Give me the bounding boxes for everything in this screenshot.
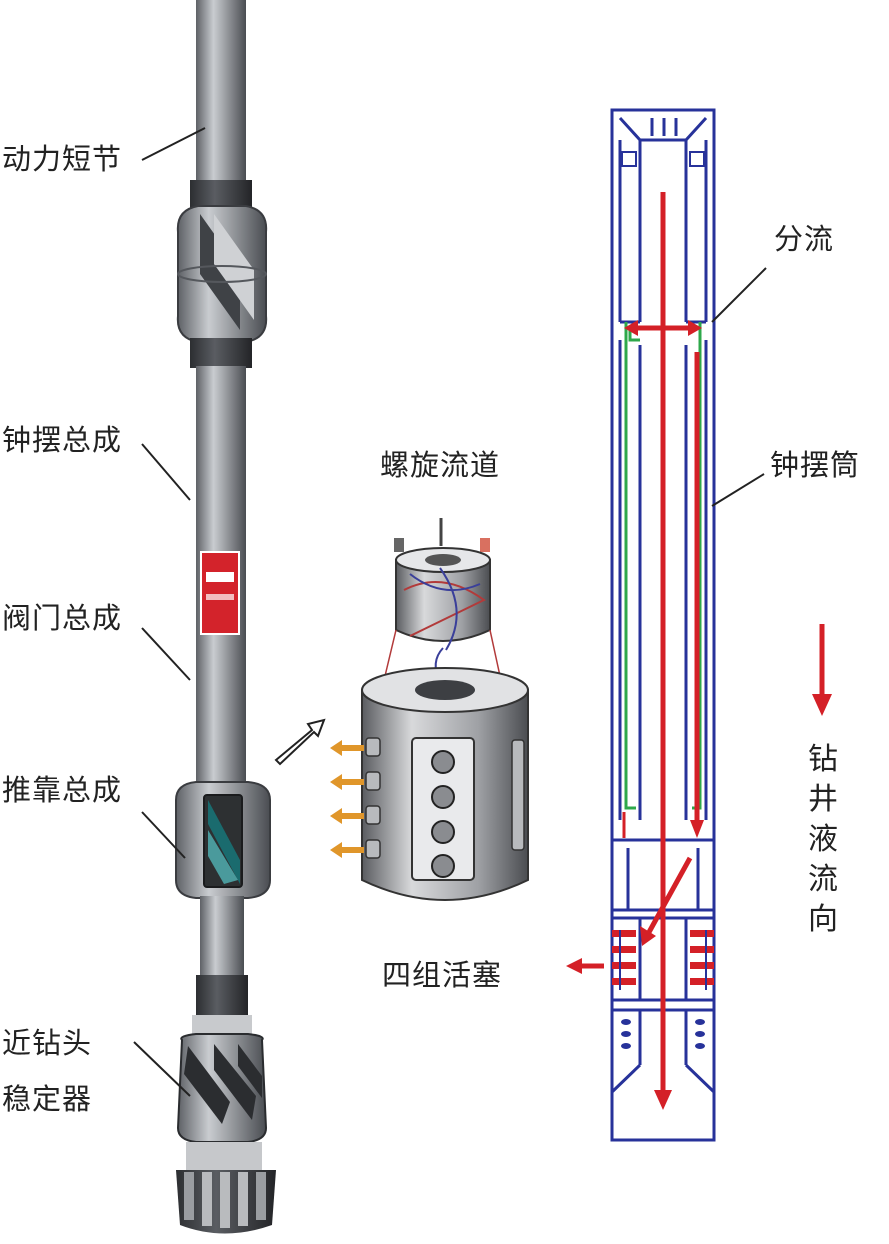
leader-pendulum (141, 443, 191, 501)
push-assembly-body (175, 781, 271, 899)
label-pendulum-assembly: 钟摆总成 (2, 423, 123, 457)
neck-ring (192, 1015, 252, 1035)
leader-near-bit (133, 1041, 191, 1097)
label-split-flow: 分流 (774, 222, 835, 256)
label-four-pistons: 四组活塞 (382, 958, 503, 992)
red-label-plate (200, 551, 240, 635)
leader-barrel (711, 473, 765, 507)
leader-power-sub (141, 127, 206, 161)
zoom-arrow (274, 718, 326, 766)
leader-valve (141, 627, 191, 681)
spiral-channel-render (384, 518, 501, 683)
power-sub-shaft (196, 0, 246, 185)
label-fluid-direction: 钻井液流向 (808, 742, 838, 937)
label-power-sub: 动力短节 (2, 142, 123, 176)
upper-collar-lower (190, 338, 252, 368)
drilling-tool-render (175, 0, 276, 1234)
label-spiral-channel: 螺旋流道 (380, 448, 501, 482)
lower-shaft (200, 896, 244, 976)
piston-body-render (330, 667, 529, 901)
left-leader-lines (133, 127, 206, 1097)
leader-split (711, 267, 767, 323)
piston-rings (612, 930, 714, 985)
upper-stabilizer (176, 205, 268, 343)
right-leader-lines (711, 267, 767, 507)
label-near-bit-line2: 稳定器 (2, 1082, 93, 1116)
drill-bit (176, 1142, 276, 1234)
lower-collar (196, 975, 248, 1015)
lower-bearings (621, 1019, 705, 1049)
leader-push (141, 811, 186, 859)
label-pendulum-barrel: 钟摆筒 (770, 448, 861, 482)
label-near-bit-line1: 近钻头 (2, 1026, 93, 1060)
near-bit-stabilizer (176, 1033, 268, 1143)
flow-arrows (566, 192, 832, 1110)
piston-arrows (330, 740, 364, 858)
label-valve-assembly: 阀门总成 (2, 601, 123, 635)
label-push-assembly: 推靠总成 (2, 773, 123, 807)
